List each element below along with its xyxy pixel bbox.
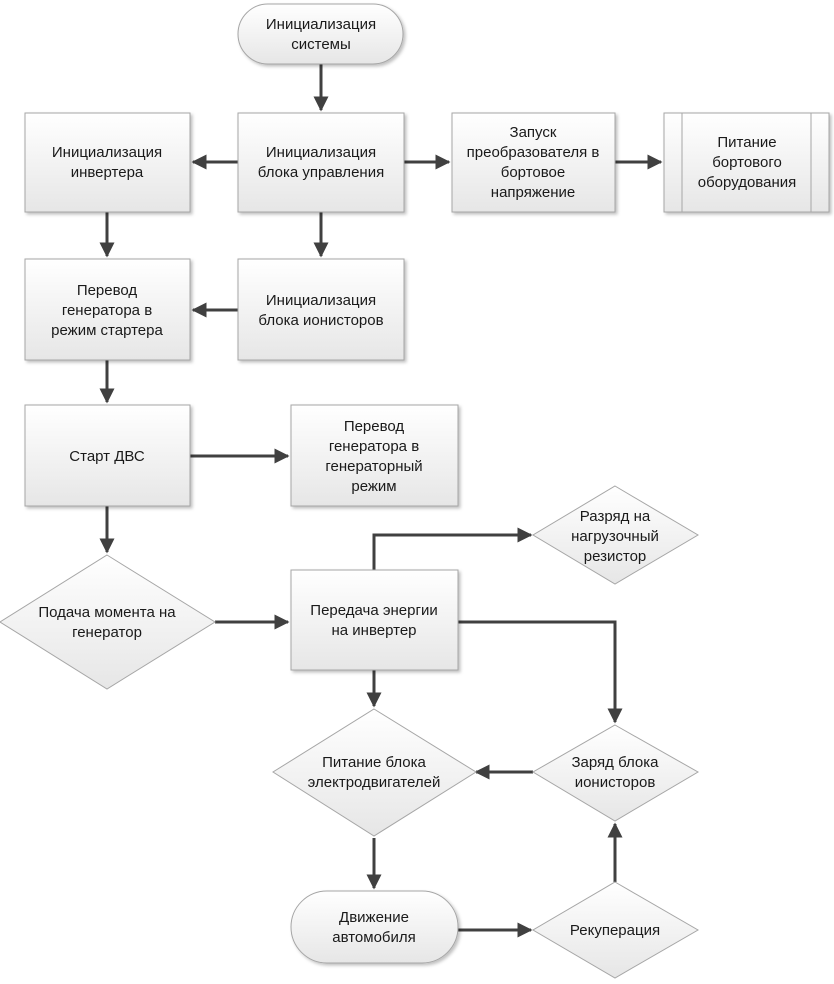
edge-energy-to-discharge (372, 527, 533, 570)
label-vehicle-motion: Движение автомобиля (332, 909, 416, 946)
node-torque-to-gen[interactable] (0, 554, 216, 690)
label-line: инвертера (71, 164, 144, 181)
label-line: генератора в (329, 438, 419, 455)
label-start-converter: Запуск преобразователя в бортовое напряжени… (467, 124, 600, 201)
node-recuperation[interactable] (532, 881, 699, 979)
label-motor-power: Питание блока электродвигателей (308, 754, 441, 791)
node-init-ionistors[interactable] (237, 258, 405, 361)
label-torque-to-gen: Подача момента на генератор (38, 604, 176, 641)
label-charge-ionistors: Заряд блока ионисторов (571, 754, 659, 791)
label-line: Инициализация (52, 144, 162, 161)
edge-energy-to-charge (458, 620, 623, 724)
label-line: Подача момента на (38, 604, 176, 621)
node-onboard-power[interactable] (663, 112, 830, 213)
label-gen-to-starter: Перевод генератора в режим стартера (51, 282, 163, 339)
label-init-ionistors: Инициализация блока ионисторов (258, 292, 383, 329)
label-line: оборудования (698, 174, 796, 191)
connectors (99, 64, 663, 938)
label-line: Разряд на (580, 508, 651, 525)
label-line: Инициализация (266, 144, 376, 161)
label-line: электродвигателей (308, 774, 441, 791)
label-line: бортового (712, 154, 782, 171)
label-line: Движение (339, 909, 409, 926)
labels: Инициализация системы Инициализация инверт… (38, 16, 796, 946)
label-line: ионисторов (575, 774, 656, 791)
label-ice-start: Старт ДВС (69, 448, 145, 465)
node-init-inverter[interactable] (24, 112, 191, 213)
label-line: режим стартера (51, 322, 163, 339)
label-init-inverter: Инициализация инвертера (52, 144, 162, 181)
label-line: Питание блока (322, 754, 426, 771)
label-line: Питание (717, 134, 776, 151)
label-line: блока управления (258, 164, 384, 181)
node-charge-ionistors[interactable] (532, 724, 699, 822)
label-line: генераторный (325, 458, 422, 475)
label-line: Перевод (344, 418, 405, 435)
node-discharge-resistor[interactable] (532, 485, 699, 585)
label-onboard-power: Питание бортового оборудования (698, 134, 796, 191)
node-init-system[interactable] (237, 3, 404, 65)
label-energy-to-inverter: Передача энергии на инвертер (310, 602, 437, 639)
label-line: системы (291, 36, 351, 53)
label-line: Инициализация (266, 292, 376, 309)
label-line: преобразователя в (467, 144, 600, 161)
label-line: нагрузочный (571, 528, 659, 545)
label-init-system: Инициализация системы (266, 16, 376, 53)
label-discharge-resistor: Разряд на нагрузочный резистор (571, 508, 659, 565)
label-line: Инициализация (266, 16, 376, 33)
label-init-control: Инициализация блока управления (258, 144, 384, 181)
label-line: бортовое (501, 164, 565, 181)
node-energy-to-inverter[interactable] (290, 569, 459, 671)
label-line: Перевод (77, 282, 138, 299)
node-start-converter[interactable] (451, 112, 616, 213)
label-line: Заряд блока (571, 754, 659, 771)
label-recuperation: Рекуперация (570, 922, 660, 939)
label-line: Рекуперация (570, 922, 660, 939)
label-line: Старт ДВС (69, 448, 145, 465)
label-line: напряжение (491, 184, 575, 201)
label-line: Передача энергии (310, 602, 437, 619)
label-line: режим (351, 478, 396, 495)
label-gen-to-generator: Перевод генератора в генераторный режим (325, 418, 422, 495)
node-vehicle-motion[interactable] (290, 890, 459, 964)
node-gen-to-starter[interactable] (24, 258, 191, 361)
label-line: автомобиля (332, 929, 416, 946)
label-line: генератора в (62, 302, 152, 319)
shapes (0, 3, 830, 979)
node-ice-start[interactable] (24, 404, 191, 507)
label-line: Запуск (510, 124, 557, 141)
node-motor-power[interactable] (272, 708, 477, 837)
node-gen-to-generator[interactable] (290, 404, 459, 507)
node-init-control[interactable] (237, 112, 405, 213)
label-line: на инвертер (332, 622, 417, 639)
label-line: резистор (584, 548, 647, 565)
label-line: генератор (72, 624, 142, 641)
label-line: блока ионисторов (258, 312, 383, 329)
